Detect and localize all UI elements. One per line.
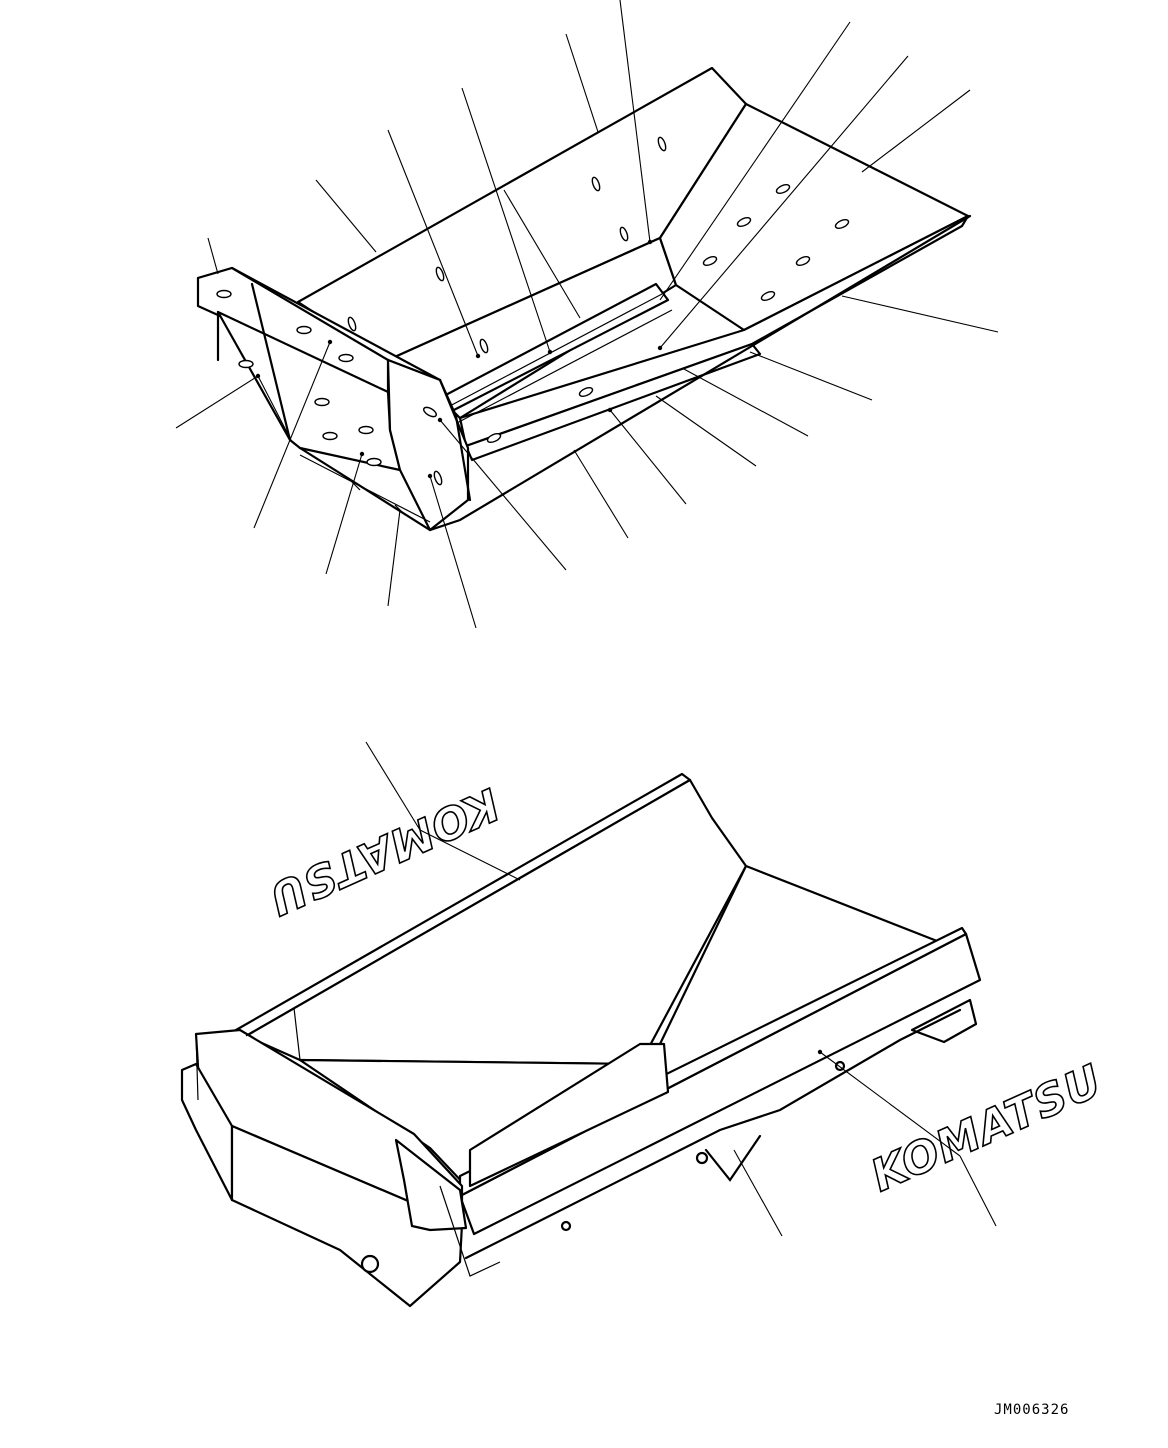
bolt-slots (216, 136, 850, 486)
liner-plate-assembly (175, 0, 999, 629)
dump-body-assembly: KOMATSU KOMATSU (180, 741, 1111, 1308)
leader-lines-top (175, 0, 999, 629)
drawing-code: JM006326 (994, 1402, 1070, 1418)
decal-right: KOMATSU (863, 1054, 1111, 1203)
komatsu-decal: KOMATSU (864, 1055, 1110, 1202)
floor-channel (468, 1042, 670, 1188)
corner-column (394, 1138, 468, 1232)
leader-lines-bottom (365, 741, 997, 1237)
